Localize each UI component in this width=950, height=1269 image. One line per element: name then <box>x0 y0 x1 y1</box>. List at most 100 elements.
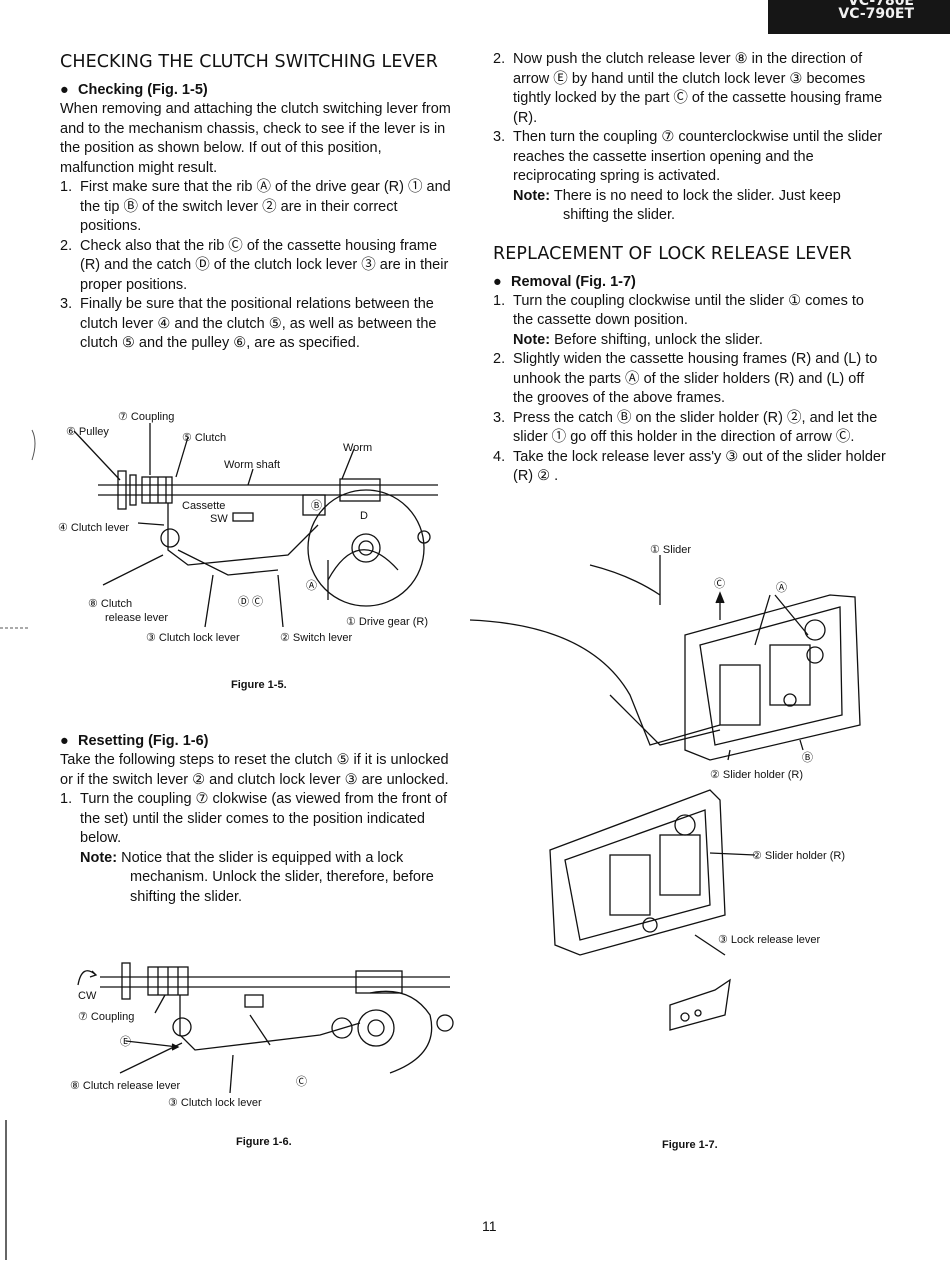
step-number: 4. <box>493 448 506 465</box>
removal-steps: 1. Turn the coupling clockwise until the … <box>493 292 888 487</box>
note-label: Note: <box>513 187 551 204</box>
list-item: 4. Take the lock release lever ass'y ③ ou… <box>493 448 888 487</box>
label-a-7: Ⓐ <box>776 581 787 594</box>
label-worm-shaft: Worm shaft <box>224 459 280 471</box>
label-b-7: Ⓑ <box>802 751 813 764</box>
right-column: 2. Now push the clutch release lever ⑧ in… <box>493 50 888 487</box>
step-text: Turn the coupling clockwise until the sl… <box>513 292 864 329</box>
removal-note: Note: Before shifting, unlock the slider… <box>513 331 888 351</box>
step-text: First make sure that the rib Ⓐ of the dr… <box>80 179 451 234</box>
label-c-7: Ⓒ <box>714 577 725 590</box>
figure-1-5-drawing: ⑦ Coupling ⑥ Pulley ⑤ Clutch Worm Worm s… <box>58 411 438 644</box>
label-slider: ① Slider <box>650 544 691 556</box>
bullet-icon: ● <box>60 733 69 749</box>
note-label: Note: <box>513 331 551 348</box>
label-slider-holder-1: ② Slider holder (R) <box>710 769 803 781</box>
label-e: Ⓔ <box>120 1035 131 1048</box>
label-b: Ⓑ <box>311 499 322 512</box>
model-name-1: VC-780E <box>847 0 914 9</box>
note-text: There is no need to lock the slider. Jus… <box>553 187 841 224</box>
label-clutch: ⑤ Clutch <box>182 432 226 444</box>
resetting-steps-continued: 2. Now push the clutch release lever ⑧ in… <box>493 50 888 226</box>
step-number: 3. <box>493 129 506 145</box>
step-text: Slightly widen the cassette housing fram… <box>513 351 878 406</box>
label-d: D <box>360 510 368 522</box>
label-a: Ⓐ <box>306 579 317 592</box>
figure-1-6: CW ⑦ Coupling Ⓔ ⑧ Clutch release lever ③… <box>70 955 465 1115</box>
list-item: 1. Turn the coupling ⑦ clokwise (as view… <box>60 790 455 907</box>
label-switch-lever: ② Switch lever <box>280 632 353 644</box>
checking-intro: When removing and attaching the clutch s… <box>60 101 451 176</box>
step-text: Now push the clutch release lever ⑧ in t… <box>513 51 883 126</box>
model-badge: VC-780E VC-790ET <box>768 0 950 34</box>
list-item: 2. Slightly widen the cassette housing fr… <box>493 350 888 409</box>
bullet-icon: ● <box>60 82 69 98</box>
step-number: 2. <box>493 351 506 367</box>
step-number: 3. <box>493 409 506 426</box>
list-item: 1. First make sure that the rib Ⓐ of the … <box>60 178 455 237</box>
figure-1-7-caption: Figure 1-7. <box>662 1139 718 1151</box>
figure-1-7: ① Slider Ⓒ Ⓐ Ⓑ ② Slider holder (R) ② Sli… <box>469 535 890 1060</box>
note-text: Notice that the slider is equipped with … <box>121 849 434 905</box>
step-number: 2. <box>493 51 506 67</box>
figure-1-6-drawing: CW ⑦ Coupling Ⓔ ⑧ Clutch release lever ③… <box>70 962 454 1109</box>
resetting-note: Note: Notice that the slider is equipped… <box>80 849 455 908</box>
figure-1-7-drawing: ① Slider Ⓒ Ⓐ Ⓑ ② Slider holder (R) ② Sli… <box>469 544 861 1031</box>
resetting-heading-text: Resetting (Fig. 1-6) <box>78 733 209 749</box>
list-item: 3. Finally be sure that the positional re… <box>60 295 455 354</box>
label-clutch-lever: ④ Clutch lever <box>58 522 129 534</box>
step-text: Take the lock release lever ass'y ③ out … <box>513 448 886 485</box>
label-coupling-6: ⑦ Coupling <box>78 1011 134 1023</box>
removal-heading: ● Removal (Fig. 1-7) <box>493 274 888 290</box>
section-title-clutch: CHECKING THE CLUTCH SWITCHING LEVER <box>60 52 438 72</box>
label-cassette-sw-1: Cassette <box>182 500 225 512</box>
label-drive-gear: ① Drive gear (R) <box>346 616 428 628</box>
model-name-2: VC-790ET <box>838 6 914 22</box>
label-worm: Worm <box>343 442 372 454</box>
page-number: 11 <box>482 1218 497 1234</box>
figure-1-5-caption: Figure 1-5. <box>231 679 287 691</box>
list-item: 2. Check also that the rib Ⓒ of the casse… <box>60 237 455 296</box>
removal-heading-text: Removal (Fig. 1-7) <box>511 273 636 290</box>
label-clutch-release-1: ⑧ Clutch <box>88 598 132 610</box>
label-c-6: Ⓒ <box>296 1075 307 1088</box>
left-edge-line <box>5 1120 7 1260</box>
checking-heading-text: Checking (Fig. 1-5) <box>78 82 208 98</box>
label-coupling: ⑦ Coupling <box>118 411 174 423</box>
resetting-steps: 1. Turn the coupling ⑦ clokwise (as view… <box>60 790 455 907</box>
checking-steps: 1. First make sure that the rib Ⓐ of the … <box>60 178 455 354</box>
step-text: Finally be sure that the positional rela… <box>80 296 437 351</box>
step-number: 1. <box>60 179 73 195</box>
step-text: Turn the coupling ⑦ clokwise (as viewed … <box>80 791 448 846</box>
step-number: 1. <box>60 791 73 807</box>
note-text: Before shifting, unlock the slider. <box>554 331 763 348</box>
bullet-icon: ● <box>493 273 502 290</box>
label-cassette-sw-2: SW <box>210 513 228 525</box>
binding-marks <box>0 429 36 629</box>
continued-note: Note: There is no need to lock the slide… <box>513 187 888 226</box>
label-lock-release: ③ Lock release lever <box>718 934 821 946</box>
label-dc: Ⓓ Ⓒ <box>238 595 263 608</box>
checking-heading: ● Checking (Fig. 1-5) <box>60 82 455 98</box>
step-number: 1. <box>493 292 506 309</box>
step-text: Then turn the coupling ⑦ counterclockwis… <box>513 129 883 184</box>
figure-1-5: ⑦ Coupling ⑥ Pulley ⑤ Clutch Worm Worm s… <box>58 405 458 650</box>
step-number: 2. <box>60 237 73 254</box>
resetting-intro: Take the following steps to reset the cl… <box>60 752 449 788</box>
list-item: 3. Press the catch Ⓑ on the slider holder… <box>493 409 888 448</box>
list-item: 3. Then turn the coupling ⑦ counterclockw… <box>493 128 888 226</box>
section-title-lock-release: REPLACEMENT OF LOCK RELEASE LEVER <box>493 243 852 264</box>
resetting-block: ● Resetting (Fig. 1-6) Take the following… <box>60 733 455 907</box>
label-slider-holder-2: ② Slider holder (R) <box>752 850 845 862</box>
step-text: Press the catch Ⓑ on the slider holder (… <box>513 409 878 446</box>
step-text: Check also that the rib Ⓒ of the cassett… <box>80 237 449 293</box>
resetting-heading: ● Resetting (Fig. 1-6) <box>60 733 455 749</box>
label-clutch-release-2: release lever <box>105 612 168 624</box>
list-item: 2. Now push the clutch release lever ⑧ in… <box>493 50 888 128</box>
note-label: Note: <box>80 849 118 866</box>
left-column: CHECKING THE CLUTCH SWITCHING LEVER ● Che… <box>60 52 455 354</box>
label-clutch-release-6: ⑧ Clutch release lever <box>70 1080 180 1092</box>
step-number: 3. <box>60 296 73 312</box>
label-clutch-lock-6: ③ Clutch lock lever <box>168 1097 262 1109</box>
label-pulley: ⑥ Pulley <box>66 426 109 438</box>
